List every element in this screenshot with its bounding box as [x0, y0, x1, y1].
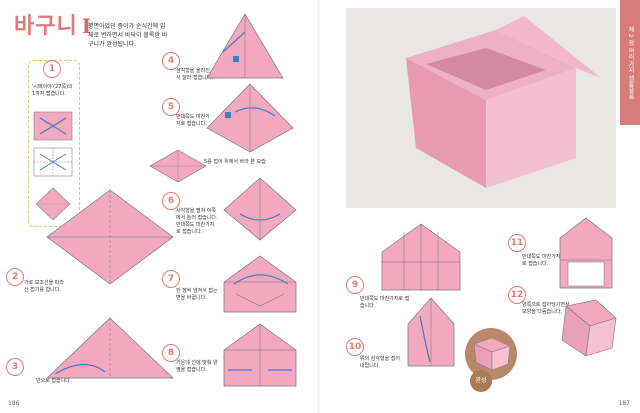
step11-diagram [559, 217, 613, 289]
step-4-caption: 삼각형을 올려진서 눌러 접습니다. [176, 68, 213, 81]
step4-diagram [206, 13, 284, 79]
chapter-tab: 제 2 장 여러 가지 생활용품 [620, 0, 640, 125]
step3-triangle [46, 317, 174, 379]
step10-diagram [407, 297, 455, 367]
step5-diagram [206, 83, 294, 153]
step-9-number: 9 [346, 276, 364, 294]
step-1-number: 1 [43, 60, 61, 78]
step-5-number: 5 [162, 98, 180, 116]
step8-diagram [223, 323, 297, 387]
step-4-number: 4 [162, 52, 180, 70]
finished-basket-photo [346, 8, 616, 208]
step-10-number: 10 [346, 338, 364, 356]
step12-diagram [561, 299, 617, 357]
step-10-caption: 위의 삼각형을 접어 내립니다. [360, 356, 400, 369]
step-7-number: 7 [162, 270, 180, 288]
step-3-number: 3 [6, 358, 24, 376]
step-8-caption: 가운데 선에 맞춰 양옆을 접습니다. [176, 360, 218, 373]
step-1-caption: '시메이아'(27쪽)의 1까지 접습니다. [32, 84, 73, 97]
basket-illustration [346, 8, 616, 208]
step5-top-view [149, 149, 207, 183]
page-number-right: 187 [618, 400, 630, 407]
right-page: 제 2 장 여러 가지 생활용품 9 반대쪽도 마찬가지로 접습니다. 10 위… [320, 0, 640, 413]
page-number-left: 186 [8, 400, 20, 407]
step7-diagram [223, 255, 297, 313]
finished-badge: 완성 [470, 370, 492, 392]
intro-text: 평면이었던 종이가 순식간에 입체로 변하면서 바닥이 볼록한 바구니가 완성됩… [88, 23, 168, 48]
step-2-number: 2 [6, 268, 24, 286]
step-3-caption: 반으로 접습니다. [36, 378, 72, 384]
step-12-number: 12 [508, 286, 526, 304]
step1-diagrams [33, 111, 73, 221]
step-5-caption: 반대쪽도 마찬가지로 접습니다. [176, 114, 210, 127]
step-6-caption: 사각형을 펼쳐 이쪽에서 눌러 접습니다. 반대쪽도 마찬가지로 접습니다. [176, 208, 218, 235]
step5-note: 5를 접어 위에서 바라 본 모습 [204, 159, 266, 165]
step-9-caption: 반대쪽도 마찬가지로 접습니다. [360, 296, 410, 309]
step-12-caption: 양쪽으로 잡아당기면서 모양을 다듬습니다. [522, 302, 570, 315]
step-7-caption: 한 장씩 넘겨서 접는 면을 바꿉니다. [176, 288, 218, 301]
step-8-number: 8 [162, 344, 180, 362]
step-6-number: 6 [162, 192, 180, 210]
step-2-caption: 가로 보조선을 따라 산 접기를 합니다. [24, 280, 64, 293]
step-11-number: 11 [508, 234, 526, 252]
finished-small-diagram [465, 328, 517, 380]
step9-diagram [381, 223, 461, 291]
step6-diagram [223, 177, 297, 241]
step-11-caption: 반대쪽도 마찬가지로 접습니다. [522, 254, 561, 267]
step2-diamond [46, 189, 174, 285]
